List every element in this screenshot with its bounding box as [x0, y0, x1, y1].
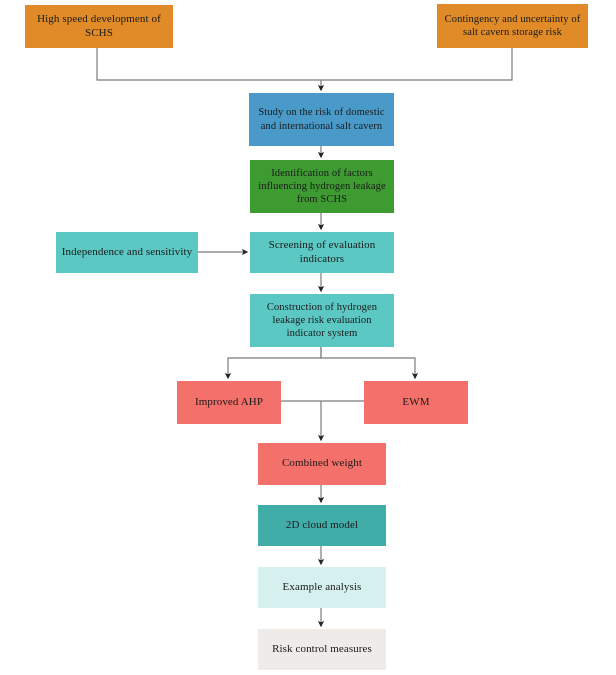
node-screening-of-indicators[interactable]: Screening of evaluation indicators — [250, 232, 394, 273]
node-label: 2D cloud model — [285, 518, 359, 531]
node-identification-of-factors[interactable]: Identification of factors influencing hy… — [250, 160, 394, 213]
node-ewm[interactable]: EWM — [364, 381, 468, 424]
node-improved-ahp[interactable]: Improved AHP — [177, 381, 281, 424]
node-high-speed-development[interactable]: High speed development of SCHS — [25, 5, 173, 48]
edge-contingency-to-study — [321, 48, 513, 81]
node-label: Screening of evaluation indicators — [268, 238, 376, 265]
node-example-analysis[interactable]: Example analysis — [258, 567, 386, 608]
node-risk-control-measures[interactable]: Risk control measures — [258, 629, 386, 670]
node-label: Identification of factors influencing hy… — [258, 167, 386, 206]
node-2d-cloud-model[interactable]: 2D cloud model — [258, 505, 386, 546]
edge-construction-split-left — [224, 347, 322, 380]
node-label: Study on the risk of domestic and intern… — [258, 107, 385, 132]
node-contingency-uncertainty[interactable]: Contingency and uncertainty of salt cave… — [437, 4, 588, 48]
node-label: Risk control measures — [272, 642, 372, 655]
node-label: Combined weight — [281, 457, 363, 470]
node-construction-indicator-system[interactable]: Construction of hydrogen leakage risk ev… — [250, 294, 394, 347]
node-study-on-risk[interactable]: Study on the risk of domestic and intern… — [249, 93, 394, 146]
node-label: Contingency and uncertainty of salt cave… — [444, 13, 581, 38]
node-label: Construction of hydrogen leakage risk ev… — [266, 301, 378, 340]
node-label: Example analysis — [282, 580, 362, 593]
node-combined-weight[interactable]: Combined weight — [258, 443, 386, 485]
edge-construction-split-right — [320, 347, 419, 380]
node-independence-sensitivity[interactable]: Independence and sensitivity — [56, 232, 198, 273]
edge-high-speed-to-study — [96, 48, 321, 81]
node-label: Independence and sensitivity — [61, 245, 193, 258]
node-label: High speed development of SCHS — [37, 12, 161, 39]
node-label: Improved AHP — [194, 395, 264, 408]
node-label: EWM — [402, 395, 430, 408]
